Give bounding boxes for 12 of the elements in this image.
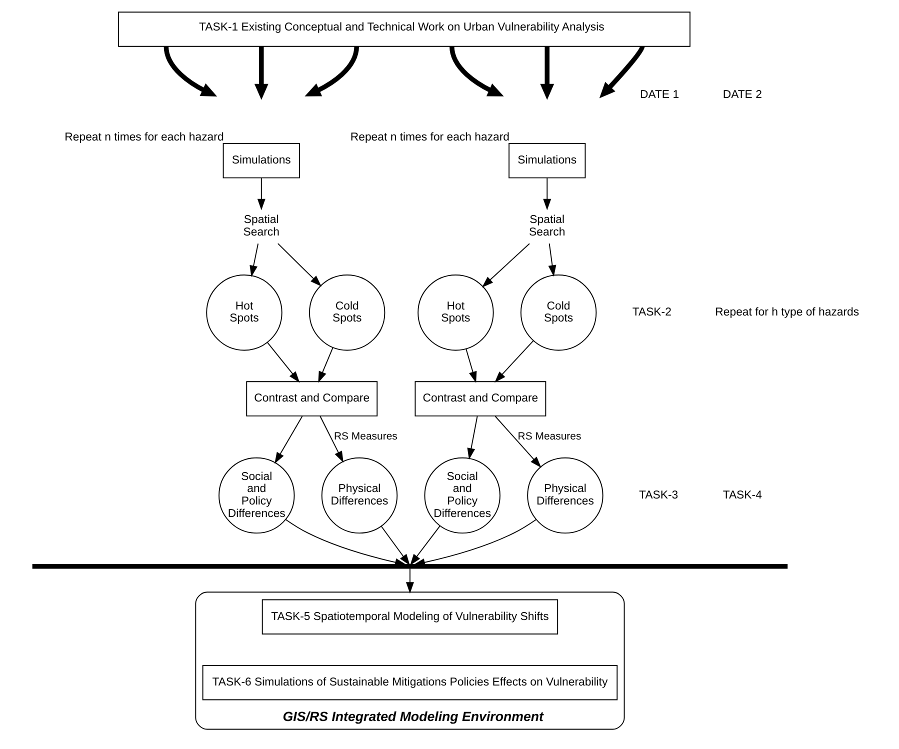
label: TASK-2	[632, 306, 672, 319]
node-label: Repeat n times for each hazard	[64, 131, 224, 144]
edge-label: RS Measures	[334, 432, 398, 443]
edge-label: RS Measures	[518, 432, 582, 443]
label: DATE 2	[722, 88, 762, 101]
label: TASK-3	[639, 489, 678, 502]
node-label: Repeat n times for each hazard	[350, 131, 510, 144]
node-text: Spatial Search	[529, 214, 566, 239]
label: TASK-4	[722, 489, 762, 502]
node-text: Spatial Search	[243, 214, 280, 239]
label: Repeat for h type of hazards	[715, 306, 860, 319]
label: DATE 1	[640, 88, 680, 101]
